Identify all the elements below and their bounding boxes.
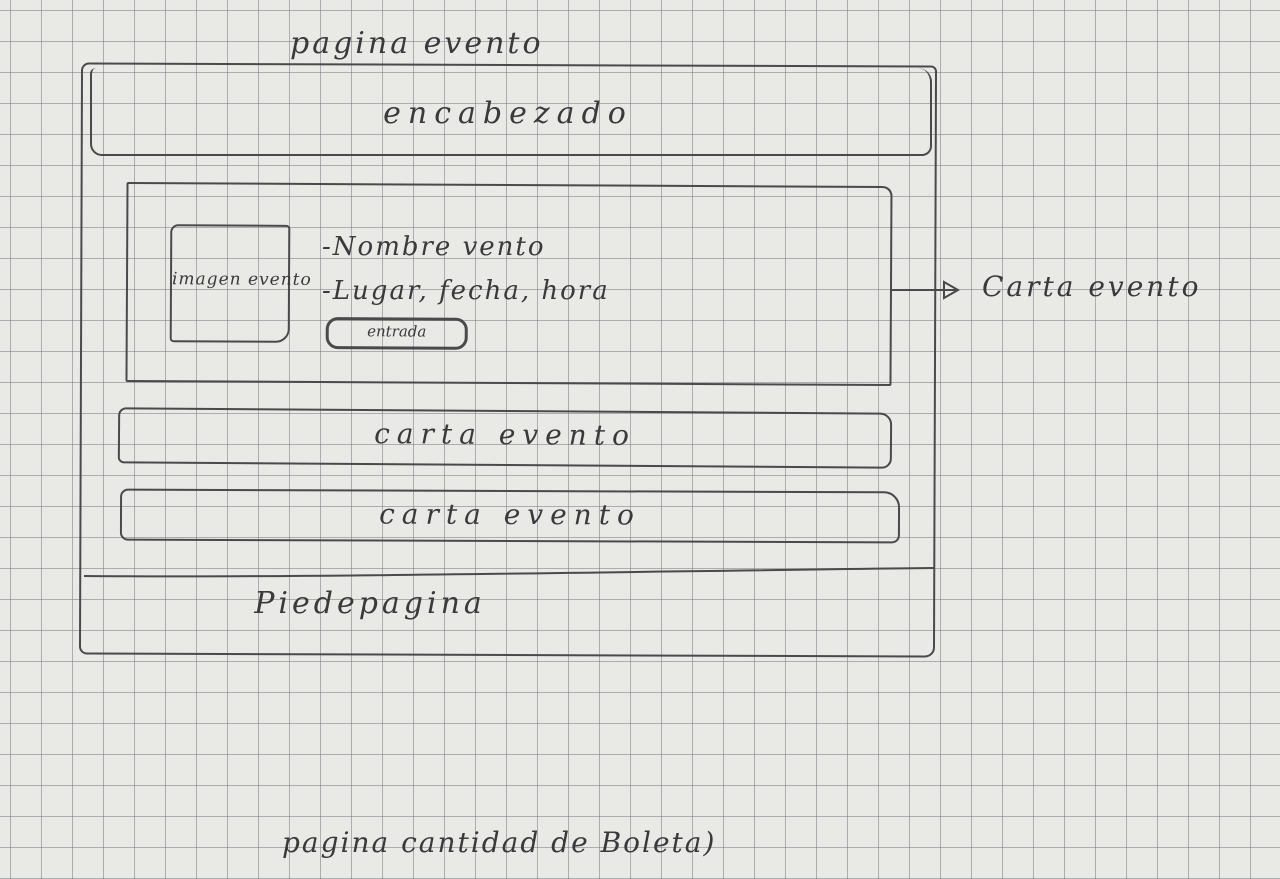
event-card-label: carta evento	[379, 497, 641, 532]
event-card[interactable]: carta evento	[119, 488, 901, 544]
callout-label: Carta evento	[982, 270, 1202, 303]
event-image-placeholder: imagen evento	[169, 224, 312, 343]
event-details: -Lugar, fecha, hora	[322, 276, 610, 306]
event-card[interactable]: carta evento	[117, 407, 893, 469]
entrada-button[interactable]: entrada	[325, 317, 468, 350]
footer-label: Piedepagina	[254, 586, 486, 621]
event-card-label: carta evento	[374, 417, 636, 452]
event-name: -Nombre vento	[322, 232, 546, 262]
header-box	[90, 68, 932, 156]
header-label: encabezado	[383, 96, 633, 131]
page-title: pagina evento	[290, 26, 544, 61]
next-page-title: pagina cantidad de Boleta)	[282, 826, 717, 859]
event-image-label: imagen evento	[171, 269, 312, 290]
entrada-button-label: entrada	[367, 322, 427, 341]
